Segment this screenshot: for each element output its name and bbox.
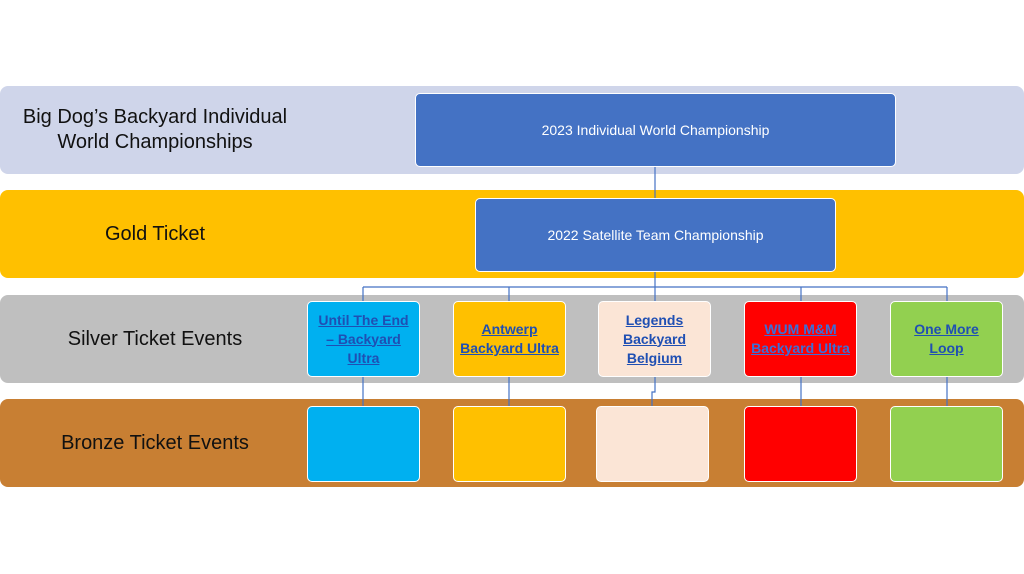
tier-label-silver: Silver Ticket Events [67,327,243,350]
tier-label-world: Big Dog’s Backyard Individual World Cham… [22,106,288,153]
connector-event-3-to-bronze [651,376,656,407]
silver-event-wum: WUM M&M Backyard Ultra [744,301,857,377]
event-link-until-the-end[interactable]: Until The End – Backyard Ultra [318,311,409,366]
bronze-box-3 [596,406,709,482]
silver-event-until-the-end: Until The End – Backyard Ultra [307,301,420,377]
event-link-antwerp[interactable]: Antwerp Backyard Ultra [460,321,559,356]
silver-event-one-more-loop: One More Loop [890,301,1003,377]
node-label: 2022 Satellite Team Championship [547,227,764,243]
silver-event-antwerp: Antwerp Backyard Ultra [453,301,566,377]
tier-label-bronze: Bronze Ticket Events [61,431,249,454]
event-link-wum[interactable]: WUM M&M Backyard Ultra [751,321,850,356]
event-link-legends[interactable]: Legends Backyard Belgium [622,311,687,366]
node-2023-individual-world-championship: 2023 Individual World Championship [415,93,896,167]
event-link-one-more-loop[interactable]: One More Loop [914,321,979,356]
bronze-box-5 [890,406,1003,482]
bronze-box-2 [453,406,566,482]
tier-label-gold: Gold Ticket [104,222,206,245]
bronze-box-4 [744,406,857,482]
silver-event-legends: Legends Backyard Belgium [598,301,711,377]
bronze-box-1 [307,406,420,482]
node-2022-satellite-team-championship: 2022 Satellite Team Championship [475,198,836,272]
node-label: 2023 Individual World Championship [541,122,770,138]
